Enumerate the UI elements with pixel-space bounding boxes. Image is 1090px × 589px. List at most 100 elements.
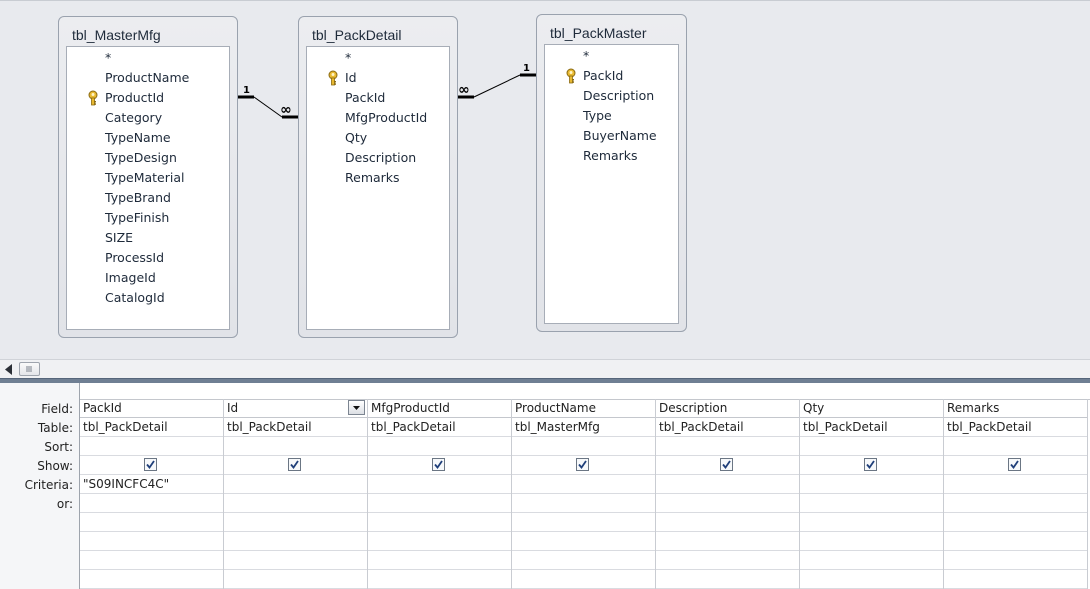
- empty-cell[interactable]: [80, 532, 223, 551]
- empty-cell[interactable]: [800, 532, 943, 551]
- field-item[interactable]: BuyerName: [583, 128, 657, 143]
- field-cell[interactable]: Qty: [800, 399, 943, 418]
- empty-cell[interactable]: [944, 513, 1087, 532]
- or-cell[interactable]: [656, 494, 799, 513]
- show-checkbox[interactable]: [720, 458, 733, 471]
- empty-cell[interactable]: [368, 513, 511, 532]
- empty-cell[interactable]: [224, 570, 367, 589]
- table-title[interactable]: tbl_MasterMfg: [72, 27, 161, 43]
- empty-cell[interactable]: [944, 570, 1087, 589]
- empty-cell[interactable]: [368, 551, 511, 570]
- empty-cell[interactable]: [512, 551, 655, 570]
- table-cell[interactable]: tbl_PackDetail: [656, 418, 799, 437]
- join-line-mastermfg-packdetail[interactable]: [238, 95, 298, 119]
- sort-cell[interactable]: [656, 437, 799, 456]
- empty-cell[interactable]: [224, 513, 367, 532]
- table-cell[interactable]: tbl_MasterMfg: [512, 418, 655, 437]
- empty-cell[interactable]: [656, 513, 799, 532]
- table-cell[interactable]: tbl_PackDetail: [368, 418, 511, 437]
- field-item[interactable]: Qty: [345, 130, 368, 145]
- criteria-cell[interactable]: "S09INCFC4C": [80, 475, 223, 494]
- empty-cell[interactable]: [512, 570, 655, 589]
- or-cell[interactable]: [368, 494, 511, 513]
- field-item[interactable]: MfgProductId: [345, 110, 428, 125]
- field-item[interactable]: ProductId: [105, 90, 165, 105]
- field-item[interactable]: Description: [345, 150, 417, 165]
- sort-cell[interactable]: [80, 437, 223, 456]
- field-item[interactable]: PackId: [345, 90, 386, 105]
- field-all-columns[interactable]: *: [345, 50, 352, 65]
- show-checkbox[interactable]: [576, 458, 589, 471]
- show-cell[interactable]: [944, 456, 1087, 475]
- table-title[interactable]: tbl_PackDetail: [312, 27, 402, 43]
- criteria-cell[interactable]: [368, 475, 511, 494]
- table-cell[interactable]: tbl_PackDetail: [944, 418, 1087, 437]
- empty-cell[interactable]: [656, 532, 799, 551]
- show-cell[interactable]: [224, 456, 367, 475]
- field-cell[interactable]: ProductName: [512, 399, 655, 418]
- field-item[interactable]: TypeBrand: [105, 190, 171, 205]
- empty-cell[interactable]: [368, 532, 511, 551]
- criteria-cell[interactable]: [512, 475, 655, 494]
- horizontal-scrollbar[interactable]: [0, 359, 1090, 379]
- sort-cell[interactable]: [224, 437, 367, 456]
- empty-cell[interactable]: [80, 570, 223, 589]
- field-item[interactable]: Remarks: [345, 170, 400, 185]
- or-cell[interactable]: [512, 494, 655, 513]
- join-line-packdetail-packmaster[interactable]: [458, 73, 536, 99]
- criteria-cell[interactable]: [800, 475, 943, 494]
- field-item[interactable]: SIZE: [105, 230, 134, 245]
- show-cell[interactable]: [512, 456, 655, 475]
- sort-cell[interactable]: [944, 437, 1087, 456]
- show-cell[interactable]: [656, 456, 799, 475]
- criteria-cell[interactable]: [224, 475, 367, 494]
- field-item[interactable]: TypeName: [105, 130, 171, 145]
- field-item[interactable]: TypeFinish: [105, 210, 170, 225]
- criteria-cell[interactable]: [944, 475, 1087, 494]
- empty-cell[interactable]: [944, 532, 1087, 551]
- or-cell[interactable]: [224, 494, 367, 513]
- or-cell[interactable]: [80, 494, 223, 513]
- sort-cell[interactable]: [368, 437, 511, 456]
- show-checkbox[interactable]: [864, 458, 877, 471]
- field-all-columns[interactable]: *: [105, 50, 112, 65]
- empty-cell[interactable]: [512, 513, 655, 532]
- sort-cell[interactable]: [512, 437, 655, 456]
- triangle-left-icon[interactable]: [0, 360, 17, 379]
- field-cell[interactable]: MfgProductId: [368, 399, 511, 418]
- empty-cell[interactable]: [800, 513, 943, 532]
- triangle-down-icon[interactable]: [348, 400, 365, 415]
- field-item[interactable]: PackId: [583, 68, 624, 83]
- show-checkbox[interactable]: [432, 458, 445, 471]
- field-item[interactable]: Category: [105, 110, 163, 125]
- field-cell[interactable]: Id: [224, 399, 367, 418]
- sort-cell[interactable]: [800, 437, 943, 456]
- empty-cell[interactable]: [80, 551, 223, 570]
- field-cell[interactable]: Description: [656, 399, 799, 418]
- empty-cell[interactable]: [800, 570, 943, 589]
- table-cell[interactable]: tbl_PackDetail: [80, 418, 223, 437]
- empty-cell[interactable]: [224, 551, 367, 570]
- field-item[interactable]: ProductName: [105, 70, 190, 85]
- criteria-cell[interactable]: [656, 475, 799, 494]
- scroll-thumb[interactable]: [19, 362, 40, 376]
- field-item[interactable]: TypeDesign: [105, 150, 177, 165]
- empty-cell[interactable]: [512, 532, 655, 551]
- field-item[interactable]: Description: [583, 88, 655, 103]
- show-cell[interactable]: [800, 456, 943, 475]
- show-checkbox[interactable]: [288, 458, 301, 471]
- field-item[interactable]: Id: [345, 70, 357, 85]
- field-item[interactable]: CatalogId: [105, 290, 165, 305]
- show-checkbox[interactable]: [1008, 458, 1021, 471]
- field-item[interactable]: Type: [583, 108, 612, 123]
- table-title[interactable]: tbl_PackMaster: [550, 25, 647, 41]
- or-cell[interactable]: [944, 494, 1087, 513]
- field-cell[interactable]: Remarks: [944, 399, 1087, 418]
- field-item[interactable]: Remarks: [583, 148, 638, 163]
